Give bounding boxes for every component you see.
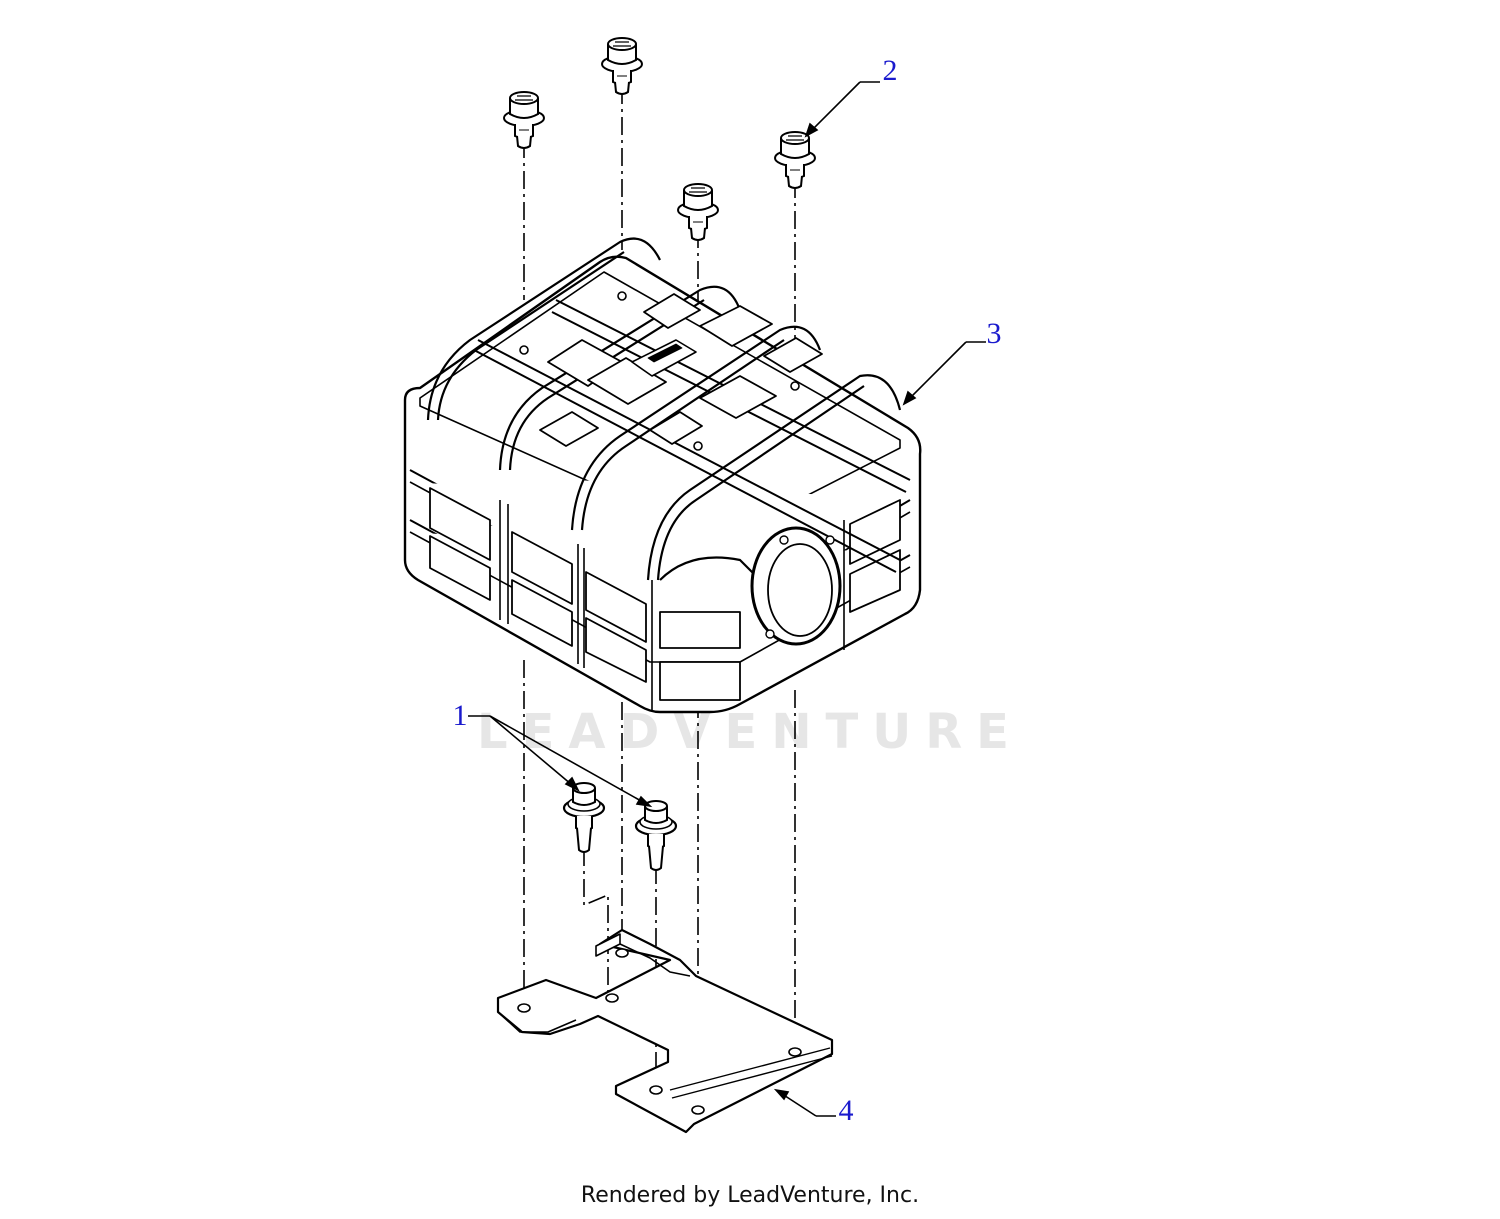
footer-credit: Rendered by LeadVenture, Inc. bbox=[580, 1183, 920, 1208]
leader-lines bbox=[468, 81, 986, 1117]
callout-2: 2 bbox=[883, 54, 898, 87]
mounting-bracket bbox=[496, 928, 834, 1134]
watermark-text: LEADVENTURE bbox=[477, 704, 1023, 760]
bolt-top-3 bbox=[677, 183, 719, 241]
muffler-guard bbox=[403, 237, 922, 714]
bolt-top-2 bbox=[601, 37, 643, 95]
bolt-lower-2 bbox=[634, 799, 678, 872]
bolt-lower-1 bbox=[562, 781, 606, 854]
callout-3: 3 bbox=[987, 317, 1002, 350]
callout-1: 1 bbox=[453, 699, 468, 732]
bolt-top-1 bbox=[503, 91, 545, 149]
callout-4: 4 bbox=[839, 1094, 854, 1127]
bolt-top-4 bbox=[774, 131, 816, 189]
